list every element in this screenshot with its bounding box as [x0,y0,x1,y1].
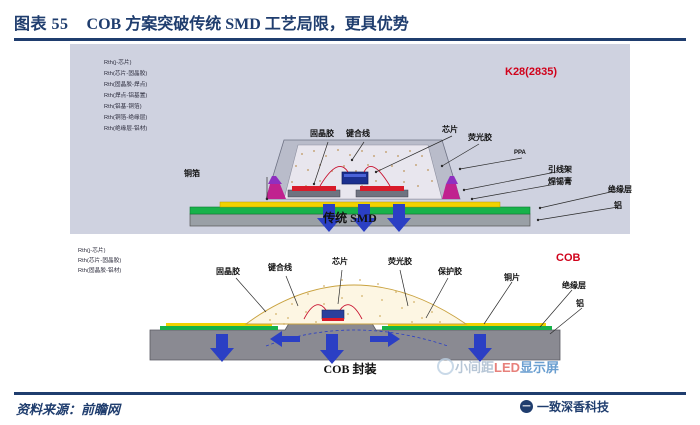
callout-bond-wire: 键合线 [268,263,292,272]
rth-item: Rth(芯片-固晶胶) [104,71,148,77]
rth-item: Rth(焊点-铝基置) [104,93,148,99]
rth-item: Rth(j-芯片) [78,248,106,254]
brand-watermark-text: 一致深香科技 [537,400,610,414]
callout-phosphor: 荧光胶 [468,133,492,142]
rth-item: Rth(芯片-固晶胶) [78,258,122,264]
source-note: 资料来源：前瞻网 [16,402,121,417]
figure-number: 图表 55 [14,16,69,33]
callout-protect-gel: 保护胶 [438,267,462,276]
callout-chip: 芯片 [332,257,348,266]
panel-traditional-smd: Rth(j-芯片) Rth(芯片-固晶胶) Rth(固晶胶-焊点) Rth(焊点… [70,44,632,234]
caption-cob: COB 封装 [323,362,377,376]
watermark-text-1: 小间距 [455,360,495,375]
cob-cross-section-diagram [149,269,583,364]
footer-divider [14,392,686,395]
callout-aluminium: 铝 [614,201,622,210]
smd-cross-section-diagram [189,135,619,232]
callout-copper-sheet: 铜片 [504,273,520,282]
tag-cob: COB [556,252,581,264]
rth-item: Rth(绝缘层-铝材) [104,126,148,132]
panel-cob: Rth(j-芯片) Rth(芯片-固晶胶) Rth(固晶胶-铝材) 固晶胶 键合… [70,234,630,388]
callout-copper-foil: 铜箔 [184,169,200,178]
callout-die-attach: 固晶胶 [216,267,240,276]
callout-insulation: 绝缘层 [562,281,586,290]
title-divider [14,38,686,41]
caption-traditional-smd: 传统 SMD [323,211,377,225]
figure-title-text: COB 方案突破传统 SMD 工艺局限，更具优势 [86,16,409,33]
watermark-center: 小间距LED显示屏 [455,357,559,376]
rth-item: Rth(铝基-铜箔) [104,104,142,110]
rth-item: Rth(j-芯片) [104,60,132,66]
callout-bond-wire: 键合线 [346,129,370,138]
callout-solder-paste: 焊锡膏 [548,177,572,186]
callout-lead-frame: 引线架 [548,165,572,174]
callout-insulation: 绝缘层 [608,185,632,194]
rth-item: Rth(固晶胶-焊点) [104,82,148,88]
callout-aluminium: 铝 [576,299,584,308]
rth-item: Rth(固晶胶-铝材) [78,268,122,274]
watermark-text-3: 显示屏 [520,360,560,375]
callout-ppa: PPA [514,150,526,156]
brand-watermark: 一 一致深香科技 [520,398,609,415]
circle-logo-icon: 一 [520,400,533,413]
figure-body: Rth(j-芯片) Rth(芯片-固晶胶) Rth(固晶胶-焊点) Rth(焊点… [70,44,632,388]
callout-chip: 芯片 [442,125,458,134]
watermark-ring-icon [437,358,454,375]
callout-die-attach: 固晶胶 [310,129,334,138]
callout-phosphor: 荧光胶 [388,257,412,266]
watermark-text-2: LED [494,360,521,375]
tag-k28: K28(2835) [505,66,557,78]
rth-item: Rth(铜箔-绝缘层) [104,115,148,121]
page-title: 图表 55 COB 方案突破传统 SMD 工艺局限，更具优势 [14,10,686,34]
